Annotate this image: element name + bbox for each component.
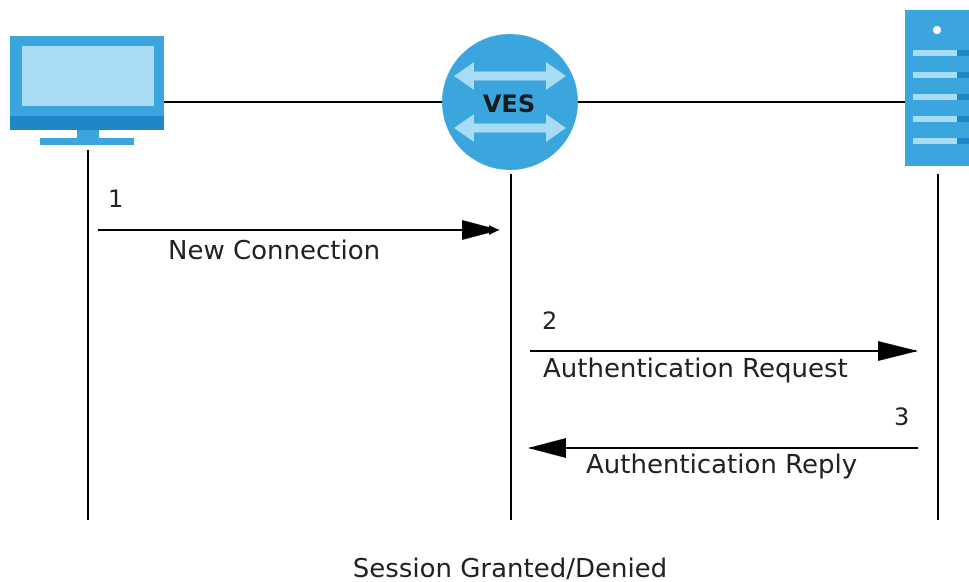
switch-icon: VES — [442, 34, 578, 170]
server-icon — [905, 10, 969, 166]
step-3-arrowhead — [528, 438, 566, 458]
step-2-arrowhead — [878, 341, 918, 361]
step-1-label: New Connection — [168, 236, 380, 266]
step-2-label: Authentication Request — [543, 354, 848, 384]
step-3-label: Authentication Reply — [586, 450, 857, 480]
step-1-arrowhead — [462, 220, 500, 240]
step-1-number: 1 — [108, 185, 123, 213]
step-2-number: 2 — [542, 307, 557, 335]
switch-label: VES — [483, 90, 535, 118]
session-result-label: Session Granted/Denied — [353, 554, 667, 582]
step-3-number: 3 — [894, 403, 909, 431]
monitor-icon — [10, 36, 164, 145]
